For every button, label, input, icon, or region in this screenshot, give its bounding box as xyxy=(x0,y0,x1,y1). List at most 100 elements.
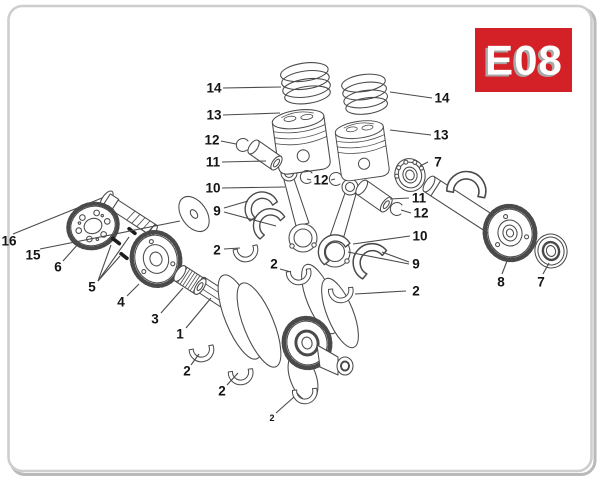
piston-rings-left-drawing xyxy=(280,62,331,105)
leader-line xyxy=(226,372,239,386)
callout-number: 13 xyxy=(433,128,449,143)
callout-number: 1 xyxy=(176,327,184,342)
wrist-pin-left-drawing xyxy=(247,139,283,171)
callout-part-1-14: 1 xyxy=(176,297,212,342)
badge-background xyxy=(475,28,572,92)
washer-drawing xyxy=(178,195,210,233)
leader-line xyxy=(222,112,281,116)
callout-number: 5 xyxy=(88,280,96,295)
catalog-badge: E08 E08 xyxy=(475,28,572,92)
callout-part-13-19: 13 xyxy=(389,128,449,143)
callout-number: 2 xyxy=(218,384,226,399)
callout-number: 12 xyxy=(413,206,428,221)
callout-part-16-8: 16 xyxy=(1,197,103,249)
callout-number: 2 xyxy=(412,284,420,299)
leader-line xyxy=(381,251,410,263)
leader-line xyxy=(347,251,410,265)
leader-line xyxy=(389,129,432,136)
leader-line xyxy=(221,186,286,189)
needle-bush-drawing xyxy=(173,265,207,295)
circlip-icon xyxy=(389,201,403,216)
leader-line xyxy=(220,140,237,145)
callout-number: 2 xyxy=(183,364,191,379)
leader-line xyxy=(97,236,130,282)
callout-number: 11 xyxy=(412,191,427,206)
callout-part-4-12: 4 xyxy=(117,283,140,310)
wrist-pin-right-drawing xyxy=(355,179,393,213)
leader-line xyxy=(419,161,429,167)
callout-number: 9 xyxy=(412,257,420,272)
callout-number: 9 xyxy=(213,204,221,219)
callout-part-7-28: 7 xyxy=(537,262,550,290)
piston-right-drawing xyxy=(334,120,390,182)
callout-part-12-2: 12 xyxy=(204,133,237,148)
callout-part-13-1: 13 xyxy=(206,108,281,123)
leader-line xyxy=(190,353,200,366)
balancer-gear-drawing xyxy=(482,203,538,263)
callout-part-11-3: 11 xyxy=(206,155,267,170)
circlip-icon xyxy=(235,137,249,152)
callout-part-9-5: 9 xyxy=(213,200,277,227)
callout-part-9-25: 9 xyxy=(347,251,420,272)
leader-line xyxy=(223,211,277,227)
leader-line xyxy=(542,262,550,275)
callout-part-7-20: 7 xyxy=(419,155,442,170)
leader-line xyxy=(275,396,295,414)
callout-number: 2 xyxy=(269,413,274,423)
leader-line xyxy=(400,209,412,214)
leader-line xyxy=(12,197,103,235)
callout-part-2-6: 2 xyxy=(213,243,241,258)
callout-part-5-11: 5 xyxy=(88,236,130,295)
leader-line xyxy=(306,178,312,181)
piston-left-drawing xyxy=(271,109,331,175)
callout-number: 12 xyxy=(313,173,328,188)
badge-label-shadow: E08 xyxy=(483,39,561,86)
callout-part-15-9: 15 xyxy=(25,220,181,263)
leader-line xyxy=(389,91,433,99)
badge-label: E08 xyxy=(485,37,563,84)
callout-number: 2 xyxy=(270,257,278,272)
leader-line xyxy=(223,247,241,250)
callout-part-2-17: 2 xyxy=(269,396,295,423)
callout-part-2-15: 2 xyxy=(183,353,200,379)
callout-part-3-13: 3 xyxy=(151,287,184,327)
circlip-icon xyxy=(299,169,313,184)
callout-number: 4 xyxy=(117,295,125,310)
callout-part-11-22: 11 xyxy=(389,191,427,206)
leader-line xyxy=(97,255,121,282)
callout-part-14-18: 14 xyxy=(389,91,450,106)
callout-number: 16 xyxy=(1,234,17,249)
callout-part-10-4: 10 xyxy=(205,181,286,196)
circlips-drawing xyxy=(235,137,403,216)
callout-number: 13 xyxy=(206,108,222,123)
circlip-icon xyxy=(328,171,342,186)
leader-line xyxy=(39,220,181,250)
leader-line xyxy=(389,197,410,200)
callout-number: 14 xyxy=(206,81,222,96)
leader-line xyxy=(354,290,407,295)
leader-line xyxy=(330,178,336,181)
callout-number: 7 xyxy=(537,275,545,290)
callout-number: 7 xyxy=(434,155,442,170)
leader-line xyxy=(97,244,112,282)
ball-bearing-left-drawing xyxy=(394,158,426,192)
callout-number: 10 xyxy=(205,181,220,196)
callout-part-10-24: 10 xyxy=(352,229,428,245)
leader-line xyxy=(160,287,184,314)
balancer-bearing-drawing xyxy=(534,233,568,269)
leader-line xyxy=(222,86,282,89)
callout-part-2-7: 2 xyxy=(270,257,292,273)
leader-line xyxy=(185,297,212,329)
callout-number: 14 xyxy=(434,91,450,106)
callout-part-12-23: 12 xyxy=(400,206,429,221)
leader-line xyxy=(221,160,267,163)
callout-number: 11 xyxy=(206,155,221,170)
leader-line xyxy=(126,283,140,297)
callout-number: 12 xyxy=(204,133,219,148)
leader-line xyxy=(352,235,411,245)
callout-part-8-27: 8 xyxy=(497,260,508,290)
callout-part-14-0: 14 xyxy=(206,81,282,96)
piston-rings-right-drawing xyxy=(341,73,389,115)
